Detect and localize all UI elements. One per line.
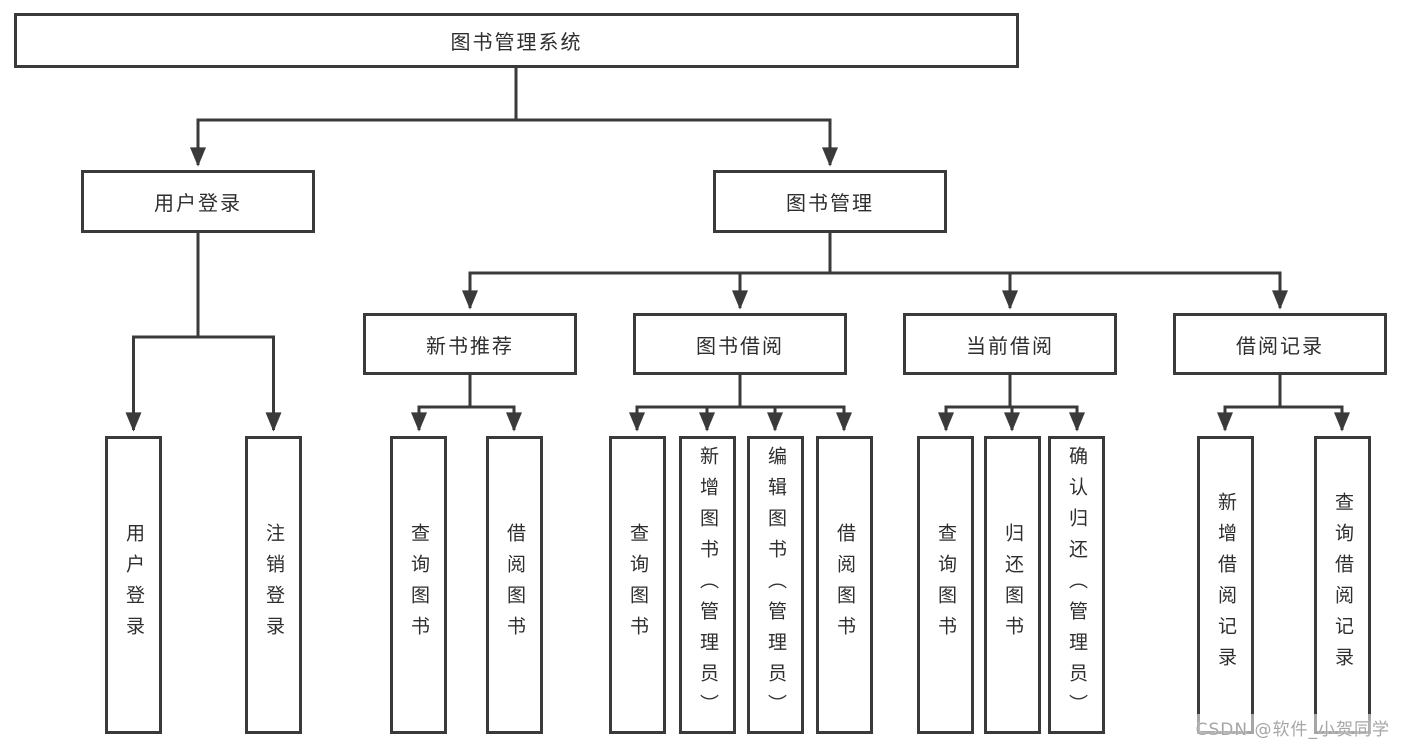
leaf-borrow-books-1: 借阅图书 bbox=[486, 436, 543, 734]
leaf-query-books-3: 查询图书 bbox=[917, 436, 974, 734]
leaf-add-books-admin-label: 新增图书（管理员） bbox=[697, 445, 719, 725]
node-library-system: 图书管理系统 bbox=[14, 13, 1019, 68]
leaf-user-login-label: 用户登录 bbox=[123, 523, 145, 647]
leaf-user-login: 用户登录 bbox=[105, 436, 162, 734]
leaf-borrow-books-2: 借阅图书 bbox=[816, 436, 873, 734]
node-book-borrow: 图书借阅 bbox=[633, 313, 847, 375]
leaf-logout: 注销登录 bbox=[245, 436, 302, 734]
node-user-login-label: 用户登录 bbox=[154, 191, 242, 215]
leaf-add-borrow-record: 新增借阅记录 bbox=[1197, 436, 1254, 734]
leaf-logout-label: 注销登录 bbox=[263, 523, 285, 647]
leaf-add-borrow-record-label: 新增借阅记录 bbox=[1215, 492, 1237, 678]
node-book-management: 图书管理 bbox=[713, 170, 947, 233]
node-borrow-records: 借阅记录 bbox=[1173, 313, 1387, 375]
leaf-confirm-return-admin: 确认归还（管理员） bbox=[1048, 436, 1105, 734]
node-borrow-records-label: 借阅记录 bbox=[1236, 333, 1324, 358]
leaf-edit-books-admin-label: 编辑图书（管理员） bbox=[765, 445, 787, 725]
node-book-borrow-label: 图书借阅 bbox=[696, 333, 784, 358]
leaf-return-books: 归还图书 bbox=[984, 436, 1041, 734]
leaf-confirm-return-admin-label: 确认归还（管理员） bbox=[1066, 445, 1088, 725]
node-book-management-label: 图书管理 bbox=[786, 191, 874, 215]
leaf-query-borrow-record: 查询借阅记录 bbox=[1314, 436, 1371, 734]
leaf-query-books-1: 查询图书 bbox=[390, 436, 447, 734]
leaf-add-books-admin: 新增图书（管理员） bbox=[679, 436, 736, 734]
leaf-borrow-books-2-label: 借阅图书 bbox=[834, 523, 856, 647]
node-new-book-recommend: 新书推荐 bbox=[363, 313, 577, 375]
node-library-system-label: 图书管理系统 bbox=[450, 30, 583, 54]
node-current-borrow: 当前借阅 bbox=[903, 313, 1117, 375]
leaf-borrow-books-1-label: 借阅图书 bbox=[504, 523, 526, 647]
leaf-query-borrow-record-label: 查询借阅记录 bbox=[1332, 492, 1354, 678]
csdn-watermark: CSDN @软件_小贺同学 bbox=[1192, 714, 1393, 741]
node-user-login: 用户登录 bbox=[81, 170, 315, 233]
node-new-book-recommend-label: 新书推荐 bbox=[426, 333, 514, 358]
leaf-query-books-2-label: 查询图书 bbox=[627, 523, 649, 647]
leaf-edit-books-admin: 编辑图书（管理员） bbox=[747, 436, 804, 734]
node-current-borrow-label: 当前借阅 bbox=[966, 333, 1054, 358]
leaf-query-books-1-label: 查询图书 bbox=[408, 523, 430, 647]
leaf-return-books-label: 归还图书 bbox=[1002, 523, 1024, 647]
leaf-query-books-3-label: 查询图书 bbox=[935, 523, 957, 647]
leaf-query-books-2: 查询图书 bbox=[609, 436, 666, 734]
